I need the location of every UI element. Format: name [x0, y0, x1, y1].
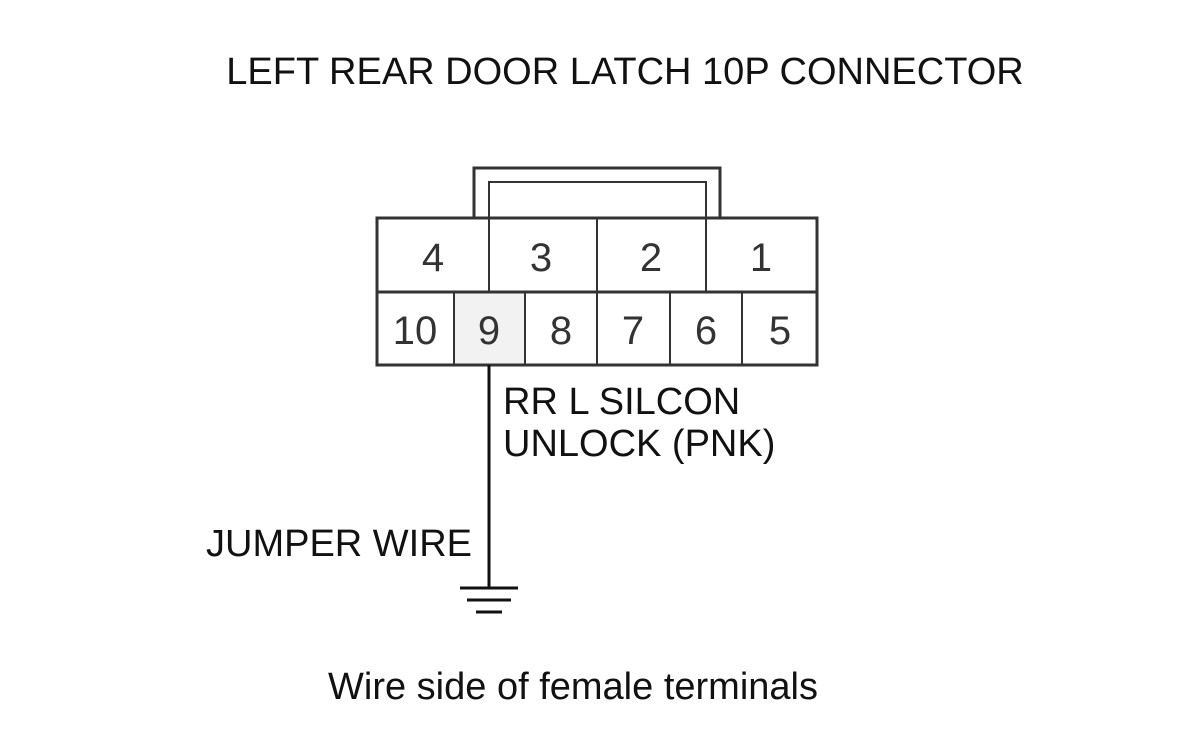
diagram-caption: Wire side of female terminals — [328, 666, 818, 708]
pin-3-label: 3 — [530, 236, 552, 280]
ground-icon — [460, 586, 518, 614]
terminal-9-highlight — [454, 292, 525, 365]
connector-body — [375, 216, 819, 367]
pin-6-label: 6 — [695, 309, 717, 353]
wire-label-line2: UNLOCK (PNK) — [503, 423, 775, 465]
pin-5-label: 5 — [769, 309, 791, 353]
pin-2-label: 2 — [640, 236, 662, 280]
jumper-wire-label: JUMPER WIRE — [206, 523, 472, 565]
diagram-title: LEFT REAR DOOR LATCH 10P CONNECTOR — [226, 51, 1023, 93]
pin-4-label: 4 — [422, 236, 444, 280]
pin-8-label: 8 — [550, 309, 572, 353]
pin-9-label: 9 — [478, 309, 500, 353]
wire-label-line1: RR L SILCON — [503, 381, 740, 423]
pin-7-label: 7 — [622, 309, 644, 353]
pin-1-label: 1 — [750, 236, 772, 280]
connector-lock-tab — [472, 166, 722, 218]
pin-10-label: 10 — [393, 309, 438, 353]
